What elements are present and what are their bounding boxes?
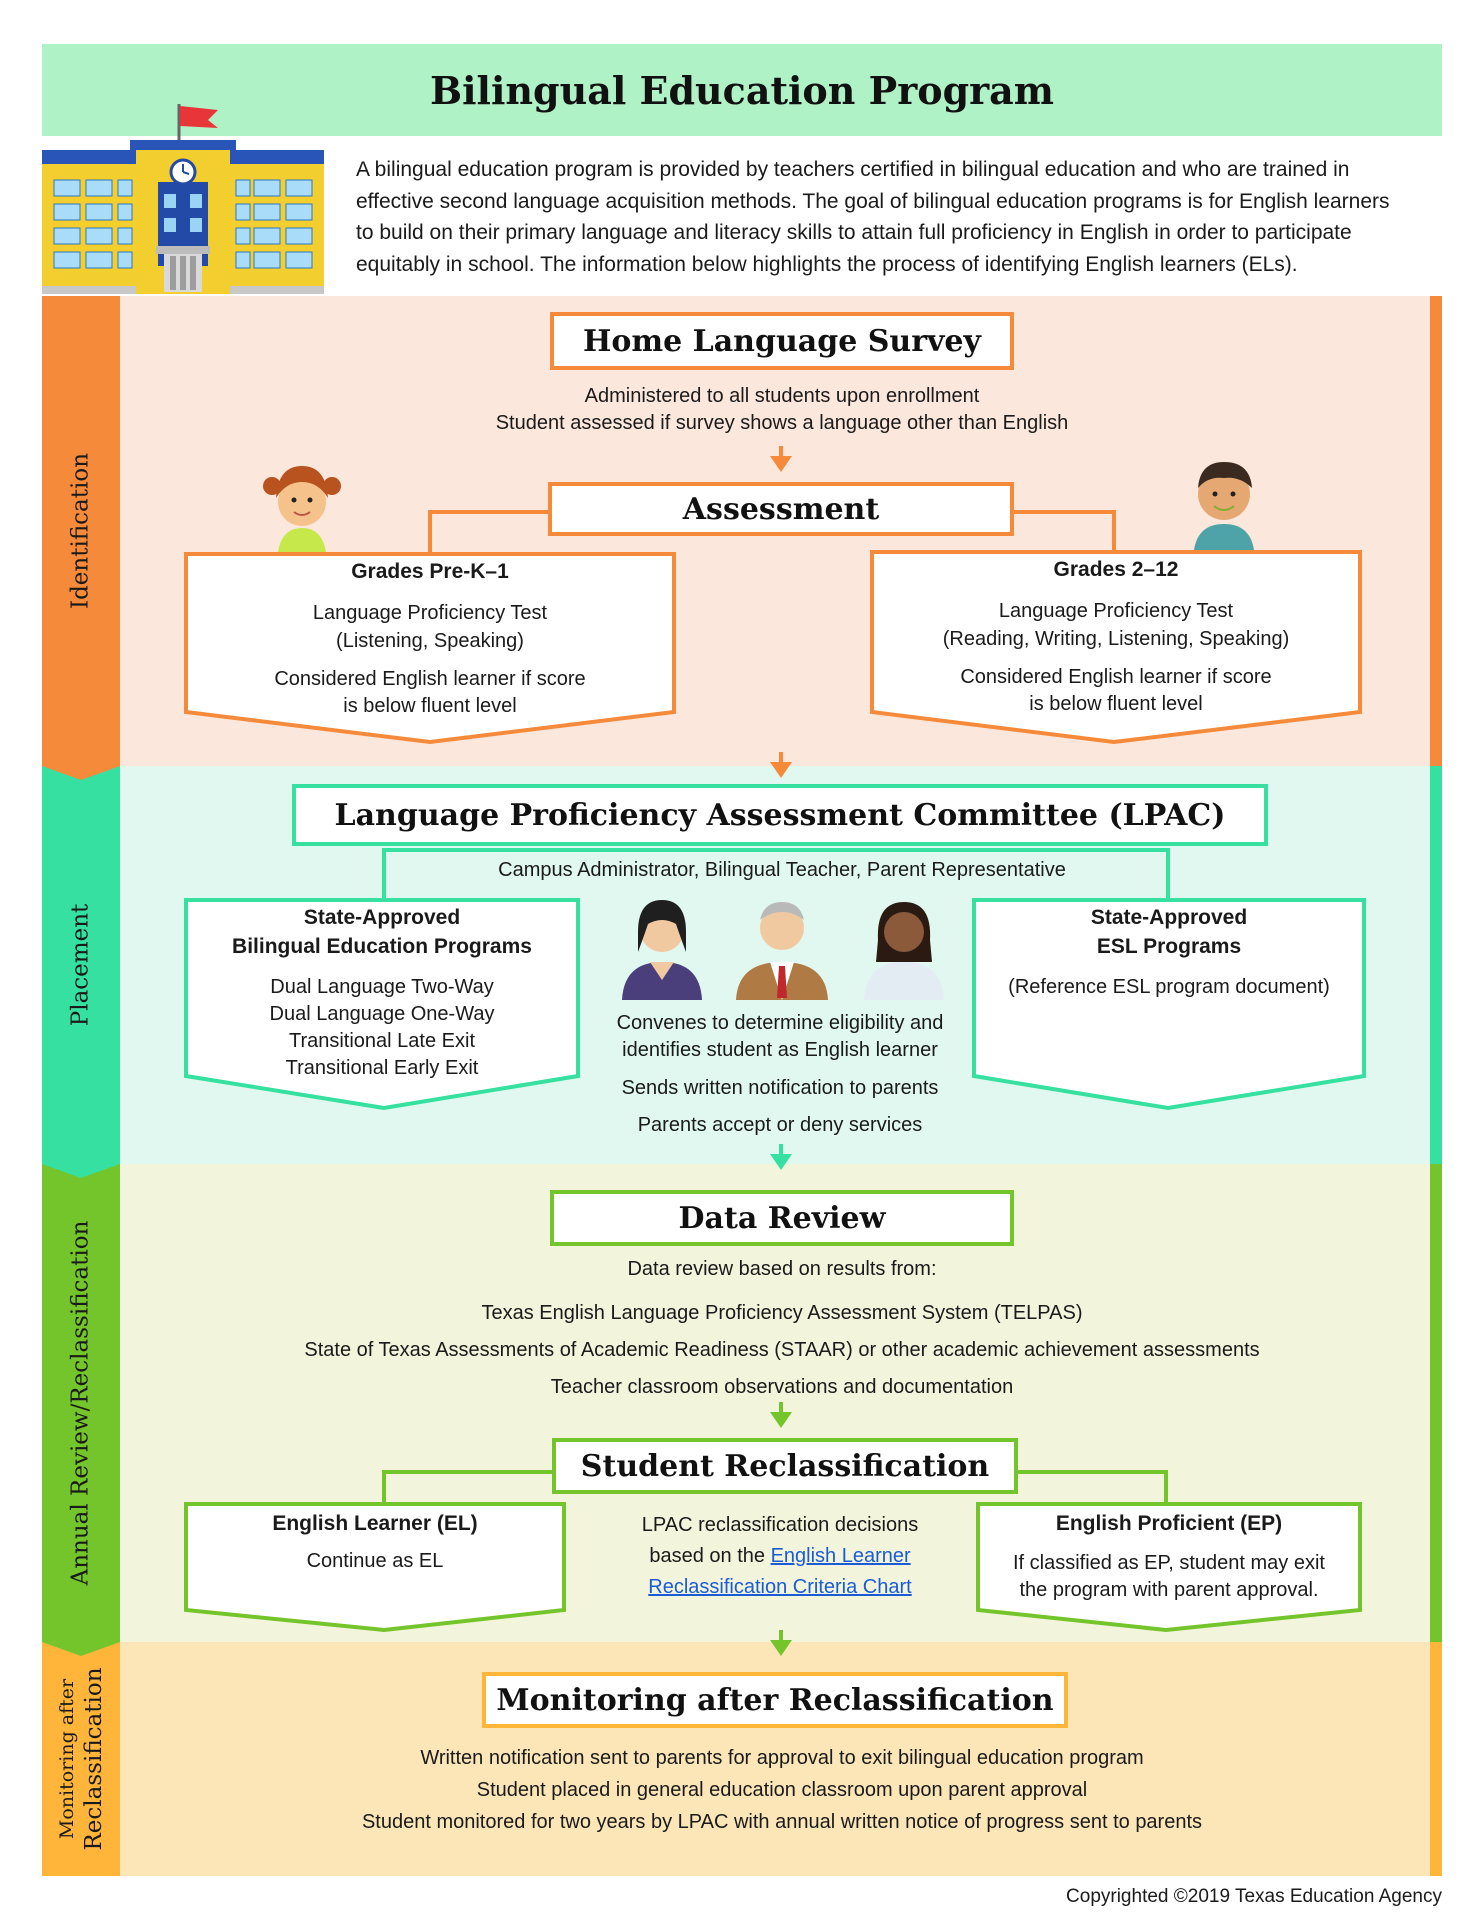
esl-programs-note: (Reference ESL program document)	[1008, 976, 1330, 998]
monitoring-item: Student monitored for two years by LPAC …	[361, 1811, 1203, 1833]
assessment-heading: Assessment	[548, 482, 1014, 536]
home-survey-line2: Student assessed if survey shows a langu…	[495, 412, 1069, 434]
annual-review-strip: Annual Review/Reclassification	[42, 1164, 120, 1642]
english-proficient-title: English Proficient (EP)	[1055, 1512, 1283, 1535]
lpac-center-line1: Convenes to determine eligibility and	[616, 1012, 944, 1034]
monitoring-heading: Monitoring after Reclassification	[482, 1672, 1068, 1728]
data-review-item: State of Texas Assessments of Academic R…	[304, 1339, 1260, 1361]
esl-programs-title2: ESL Programs	[1096, 935, 1242, 958]
identification-strip: Identification	[42, 296, 120, 766]
data-review-item: Teacher classroom observations and docum…	[550, 1376, 1014, 1398]
grades-212-title: Grades 2–12	[1053, 558, 1179, 581]
lpac-center-line3: Sends written notification to parents	[621, 1077, 939, 1099]
bilingual-programs-title2: Bilingual Education Programs	[232, 935, 532, 958]
grades-212-skills: (Reading, Writing, Listening, Speaking)	[942, 628, 1290, 650]
title-banner	[42, 44, 1442, 136]
identification-label: Identification	[67, 452, 94, 610]
monitoring-label-line1: Monitoring after	[56, 1678, 78, 1840]
english-learner-title: English Learner (EL)	[272, 1512, 478, 1535]
reclass-center-line1: LPAC reclassification decisions	[641, 1514, 919, 1536]
placement-label: Placement	[67, 903, 94, 1027]
grades-prek1-note2: is below fluent level	[343, 695, 517, 717]
monitoring-label: Monitoring after Reclassification	[54, 1667, 108, 1850]
lpac-members: Campus Administrator, Bilingual Teacher,…	[498, 859, 1066, 881]
grades-212-test: Language Proficiency Test	[998, 600, 1234, 622]
right-strip-placement	[1430, 766, 1442, 1164]
data-review-intro: Data review based on results from:	[627, 1258, 937, 1280]
student-reclassification-heading: Student Reclassification	[552, 1438, 1018, 1494]
lpac-heading: Language Proficiency Assessment Committe…	[292, 784, 1268, 846]
bilingual-program-item: Transitional Late Exit	[288, 1030, 475, 1052]
lpac-center-line4: Parents accept or deny services	[637, 1114, 923, 1136]
english-proficient-note2: the program with parent approval.	[1019, 1579, 1319, 1601]
intro-paragraph: A bilingual education program is provide…	[356, 158, 1390, 276]
home-language-survey-heading: Home Language Survey	[550, 312, 1014, 370]
grades-prek1-note1: Considered English learner if score	[274, 668, 586, 690]
bilingual-program-item: Dual Language Two-Way	[270, 976, 494, 998]
monitoring-item: Student placed in general education clas…	[476, 1779, 1088, 1801]
grades-prek1-skills: (Listening, Speaking)	[336, 630, 524, 652]
right-strip-monitoring	[1430, 1642, 1442, 1876]
english-proficient-note1: If classified as EP, student may exit	[1012, 1552, 1325, 1574]
english-learner-note: Continue as EL	[306, 1550, 444, 1572]
esl-programs-title1: State-Approved	[1090, 906, 1248, 929]
reclass-center-line3: Reclassification Criteria Chart	[590, 1574, 970, 1601]
reclass-center-line2-text: based on the	[649, 1545, 765, 1567]
monitoring-strip: Monitoring after Reclassification	[42, 1642, 120, 1876]
annual-review-label: Annual Review/Reclassification	[67, 1220, 94, 1586]
bilingual-programs-title1: State-Approved	[303, 906, 461, 929]
reclass-center-line2: based on the English Learner	[590, 1543, 970, 1570]
right-strip-identification	[1430, 296, 1442, 766]
page-title: Bilingual Education Program	[429, 67, 1054, 113]
grades-prek1-title: Grades Pre-K–1	[351, 560, 509, 583]
grades-212-note2: is below fluent level	[1029, 693, 1203, 715]
grades-212-note1: Considered English learner if score	[960, 666, 1272, 688]
data-review-heading: Data Review	[550, 1190, 1014, 1246]
monitoring-item: Written notification sent to parents for…	[420, 1747, 1144, 1769]
bilingual-program-item: Transitional Early Exit	[285, 1057, 479, 1079]
data-review-item: Texas English Language Proficiency Asses…	[481, 1302, 1083, 1324]
grades-prek1-test: Language Proficiency Test	[312, 602, 548, 624]
english-learner-criteria-link[interactable]: English Learner	[770, 1545, 911, 1567]
placement-strip: Placement	[42, 766, 120, 1164]
home-survey-line1: Administered to all students upon enroll…	[584, 385, 980, 407]
lpac-center-line2: identifies student as English learner	[622, 1039, 938, 1061]
bilingual-program-item: Dual Language One-Way	[269, 1003, 495, 1025]
reclassification-criteria-chart-link[interactable]: Reclassification Criteria Chart	[648, 1576, 912, 1598]
monitoring-label-line2: Reclassification	[81, 1667, 107, 1851]
copyright-footer: Copyrighted ©2019 Texas Education Agency	[1066, 1886, 1442, 1907]
right-strip-annual	[1430, 1164, 1442, 1642]
